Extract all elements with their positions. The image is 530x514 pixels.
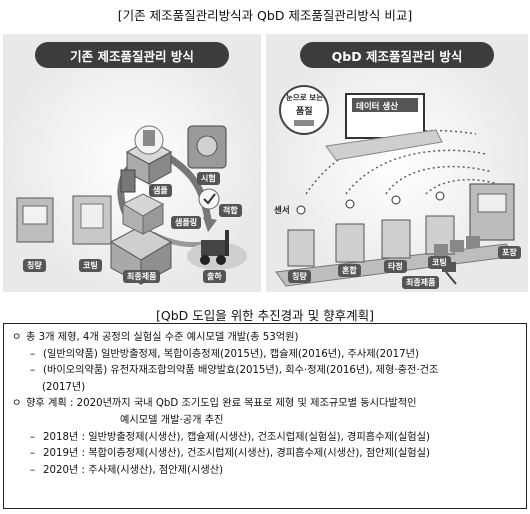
summary-line: (2017년) [42, 381, 86, 393]
label-sensor: 센서 [274, 206, 290, 216]
summary-line: –2020년 : 주사제(시생산), 점안제(시생산) [30, 464, 224, 476]
label-sampling: 샘플링 [171, 216, 202, 229]
label-final-product: 최종제품 [123, 270, 161, 283]
label-mixing: 혼합 [338, 264, 361, 277]
qbd-qc-artwork [266, 34, 528, 292]
traditional-qc-title: 기존 제조품질관리 방식 [35, 42, 229, 68]
label-packaging: 포장 [498, 246, 521, 259]
label-test: 시험 [197, 172, 220, 185]
traditional-qc-illustration: 기존 제조품질관리 방식 칭량 코팅 샘플 시험 샘플링 적합 최종제품 출하 [3, 34, 261, 292]
label-weighing: 칭량 [288, 270, 311, 283]
summary-line: –(일반의약품) 일반방출정제, 복합이층정제(2015년), 캡슐제(2016… [30, 348, 419, 360]
label-visible-quality-line2: 품질 [296, 107, 313, 117]
comparison-caption: [기존 제조품질관리방식과 QbD 제조품질관리방식 비교] [117, 8, 413, 23]
label-shipping: 출하 [203, 270, 226, 283]
label-suitable: 적합 [219, 204, 242, 217]
summary-line: –2019년 : 복합이층정제(시생산), 건조시럽제(시생산), 경피흡수제(… [30, 448, 430, 460]
label-data-generation: 데이터 생산 [356, 102, 399, 112]
traditional-qc-artwork [3, 34, 261, 292]
label-visible-quality-line1: 눈으로 보는 [286, 93, 324, 102]
qbd-qc-illustration: QbD 제조품질관리 방식 눈으로 보는 품질 데이터 생산 센서 칭량 혼합 … [266, 34, 528, 292]
qbd-qc-title: QbD 제조품질관리 방식 [300, 42, 494, 68]
label-tableting: 타정 [384, 260, 407, 273]
progress-caption: [QbD 도입을 위한 추진경과 및 향후계획] [155, 308, 375, 323]
label-weighing: 칭량 [23, 259, 46, 272]
label-coating: 코팅 [79, 259, 102, 272]
summary-line: 예시모델 개발·공개 추진 [120, 414, 224, 426]
label-coating: 코팅 [428, 256, 451, 269]
label-sample: 샘플 [149, 184, 172, 197]
label-final-product: 최종제품 [402, 276, 440, 289]
summary-line: –(바이오의약품) 유전자재조합의약품 배양발효(2015년), 회수·정제(2… [30, 365, 439, 377]
summary-line: –2018년 : 일반방출정제(시생산), 캡슐제(시생산), 건조시럽제(실험… [30, 431, 430, 443]
